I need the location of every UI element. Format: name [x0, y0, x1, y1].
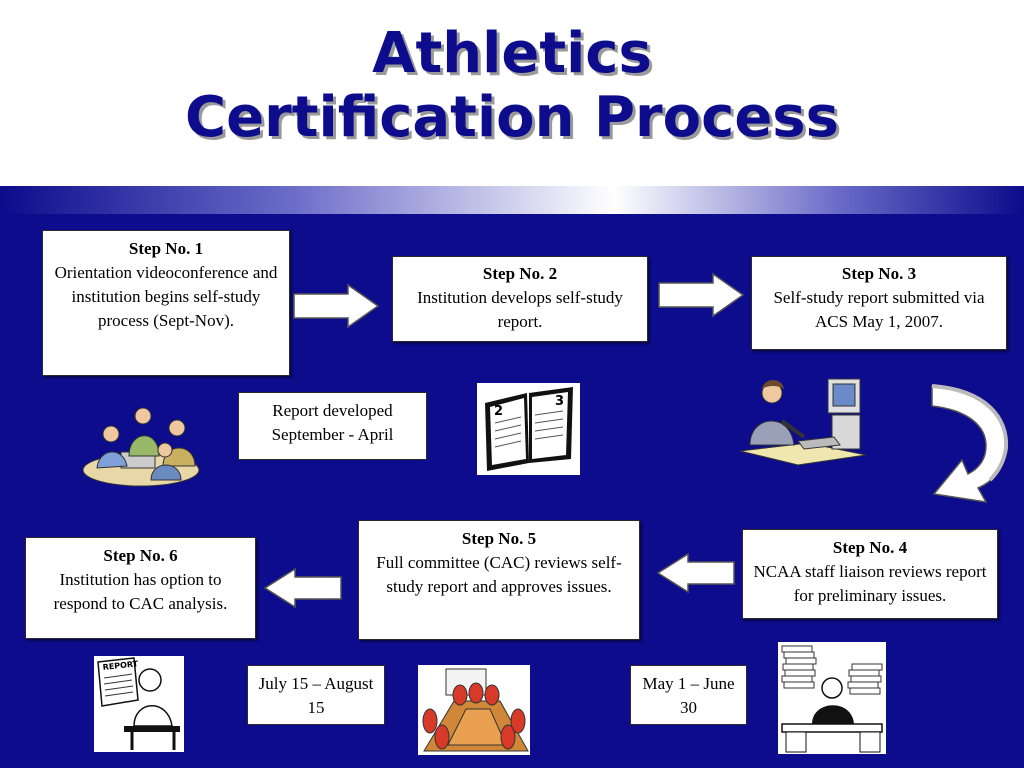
- left-arrow-icon: [656, 552, 735, 594]
- step-6-text: Institution has option to respond to CAC…: [53, 570, 228, 613]
- curved-arrow-icon: [931, 384, 1009, 503]
- step-6-heading: Step No. 6: [103, 546, 178, 565]
- right-arrow-icon: [658, 272, 745, 318]
- step-1-heading: Step No. 1: [128, 239, 204, 258]
- july-august-note: July 15 – August 15: [247, 665, 385, 725]
- step-4-text: NCAA staff liaison reviews report for pr…: [753, 562, 987, 605]
- header-gradient-band: [0, 186, 1024, 215]
- left-arrow-icon: [263, 567, 342, 609]
- step-2-text: Institution develops self-study report.: [417, 288, 623, 331]
- woman-computer-clipart-icon: [739, 378, 867, 466]
- may-june-note: May 1 – June 30: [630, 665, 747, 725]
- meeting-clipart-icon: [82, 407, 200, 487]
- step-3-text: Self-study report submitted via ACS May …: [773, 288, 985, 331]
- report-sign-text: REPORT: [102, 659, 139, 672]
- step-1-box: Step No. 1 Orientation videoconference a…: [42, 230, 290, 376]
- calendar-clipart-icon: 2 3: [477, 383, 580, 475]
- step-3-heading: Step No. 3: [841, 264, 917, 283]
- title-line-2: Certification Process: [185, 85, 839, 150]
- step-4-heading: Step No. 4: [832, 538, 908, 557]
- calendar-page-number-right: 3: [555, 394, 564, 409]
- report-developed-note: Report developed September - April: [238, 392, 427, 460]
- paperwork-desk-clipart-icon: [778, 642, 886, 754]
- step-5-heading: Step No. 5: [461, 529, 537, 548]
- conference-table-clipart-icon: [418, 665, 530, 755]
- step-2-heading: Step No. 2: [482, 264, 558, 283]
- step-5-text: Full committee (CAC) reviews self-study …: [376, 553, 622, 596]
- step-3-box: Step No. 3 Self-study report submitted v…: [751, 256, 1007, 350]
- calendar-page-number-left: 2: [494, 404, 503, 419]
- step-6-box: Step No. 6 Institution has option to res…: [25, 537, 256, 639]
- page-title: Athletics Certification Process: [0, 22, 1024, 150]
- title-line-1: Athletics: [372, 21, 652, 86]
- step-5-box: Step No. 5 Full committee (CAC) reviews …: [358, 520, 640, 640]
- step-1-text: Orientation videoconference and institut…: [54, 263, 278, 330]
- right-arrow-icon: [293, 283, 380, 329]
- step-4-box: Step No. 4 NCAA staff liaison reviews re…: [742, 529, 998, 619]
- report-reader-clipart-icon: REPORT: [94, 656, 184, 752]
- step-2-box: Step No. 2 Institution develops self-stu…: [392, 256, 648, 342]
